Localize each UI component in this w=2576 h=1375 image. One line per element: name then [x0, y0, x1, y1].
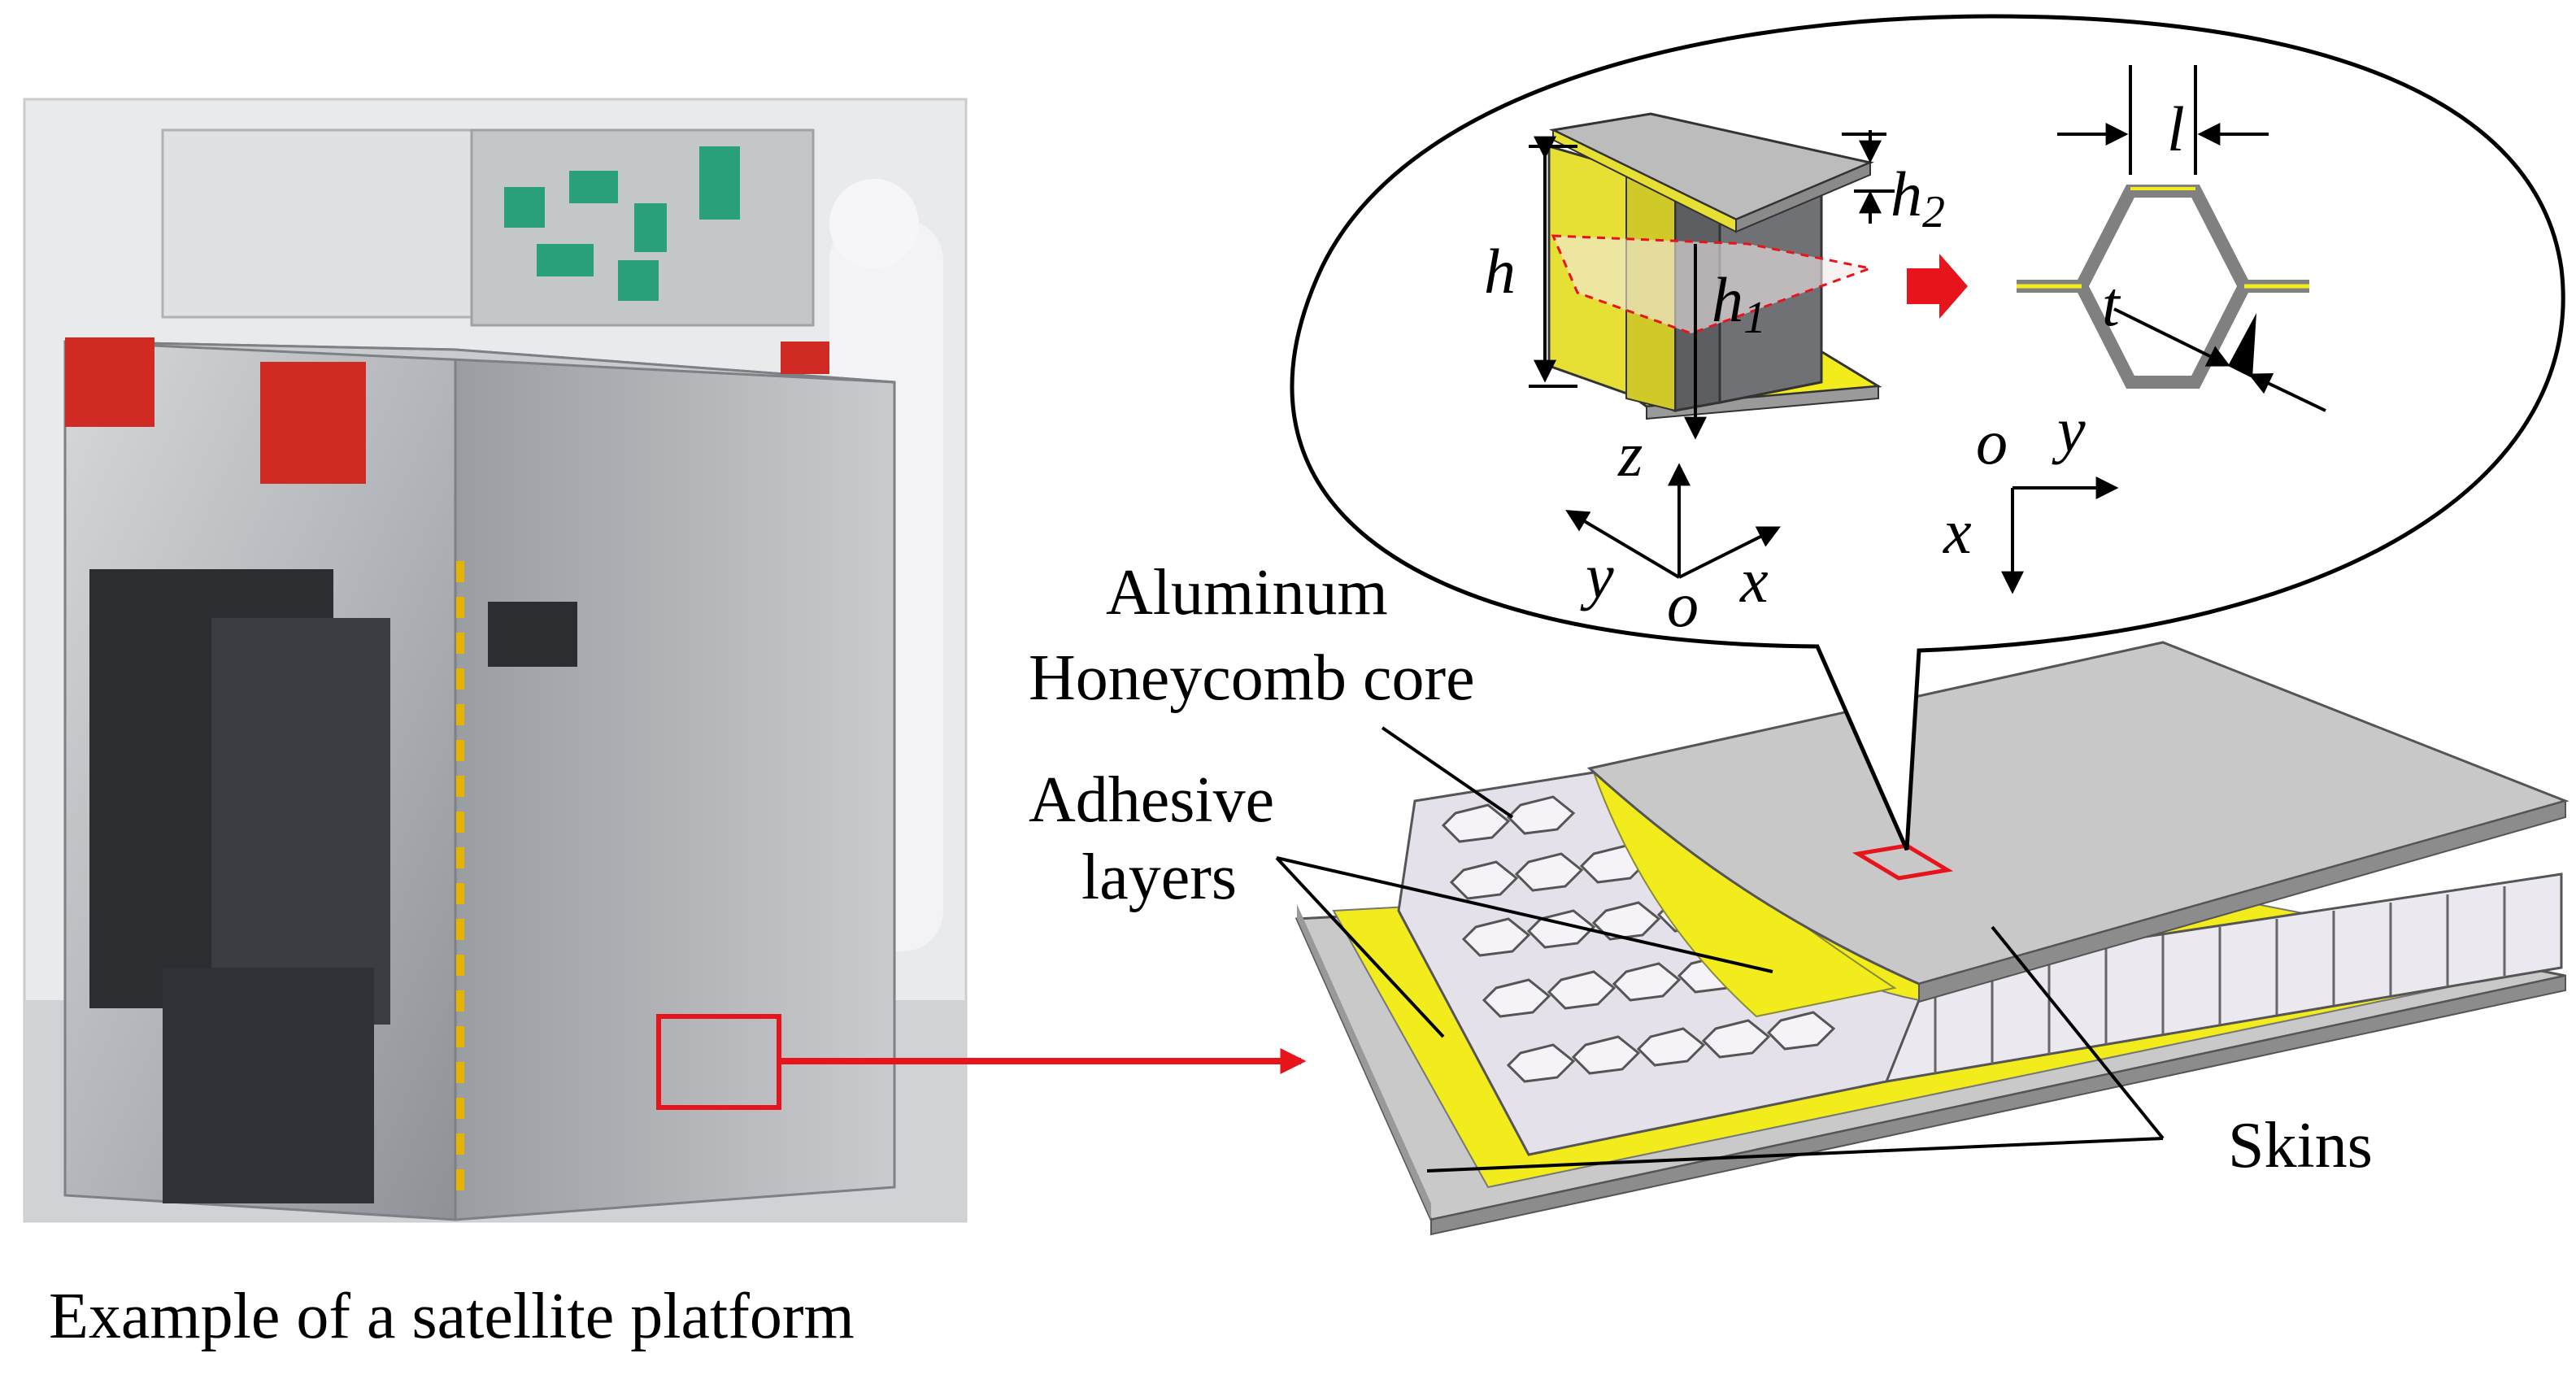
detail-region-box [1852, 843, 1954, 881]
label-skins: Skins [2228, 1110, 2373, 1181]
label-layers: layers [1081, 842, 1237, 913]
label-honeycomb-core: Honeycomb core [1029, 642, 1475, 714]
symbol-h2: h2 [1891, 159, 1945, 237]
leader-lines [1275, 726, 2165, 1173]
axis-label-y-right: y [2052, 394, 2086, 465]
symbol-h: h [1484, 236, 1516, 307]
axis-label-o-left: o [1667, 569, 1699, 640]
hexagon-section [2017, 65, 2326, 412]
symbol-t: t [2102, 268, 2121, 339]
axis-label-x-right: x [1943, 496, 1972, 567]
satellite-photo [23, 98, 968, 1223]
symbol-h1: h1 [1712, 264, 1766, 343]
sandwich-panel [1295, 641, 2569, 1236]
unit-cell [1529, 112, 1895, 440]
axis-label-x-left: x [1739, 545, 1769, 616]
axis-triad-left [1565, 463, 1782, 579]
axis-label-z: z [1617, 419, 1643, 490]
axis-label-o-right: o [1976, 407, 2008, 477]
axis-triad-right [2001, 476, 2119, 594]
label-aluminum: Aluminum [1106, 557, 1388, 629]
satellite-caption: Example of a satellite platform [49, 1281, 855, 1352]
cell-to-hexagon-arrow [1907, 254, 1968, 319]
symbol-l: l [2167, 94, 2185, 164]
label-adhesive: Adhesive [1029, 764, 1274, 836]
axis-label-y-left: y [1580, 541, 1614, 611]
